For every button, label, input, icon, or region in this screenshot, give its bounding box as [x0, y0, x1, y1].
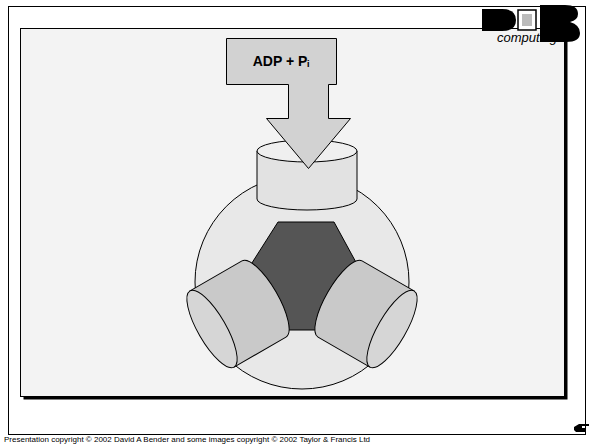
block-arrow: ADP + Pᵢ: [226, 38, 350, 168]
logo-wordmark: computing: [497, 30, 557, 45]
content-panel: [21, 29, 565, 397]
arrow-outline: [227, 39, 351, 169]
subunit-cylinder: [178, 254, 298, 374]
copyright-note: Presentation copyright © 2002 David A Be…: [4, 435, 370, 444]
node-label: ADP + Pᵢ: [226, 38, 336, 84]
slide-frame: [9, 7, 586, 435]
pointing-hand-symbol: [574, 424, 589, 432]
subunit-cylinder: [306, 254, 426, 374]
